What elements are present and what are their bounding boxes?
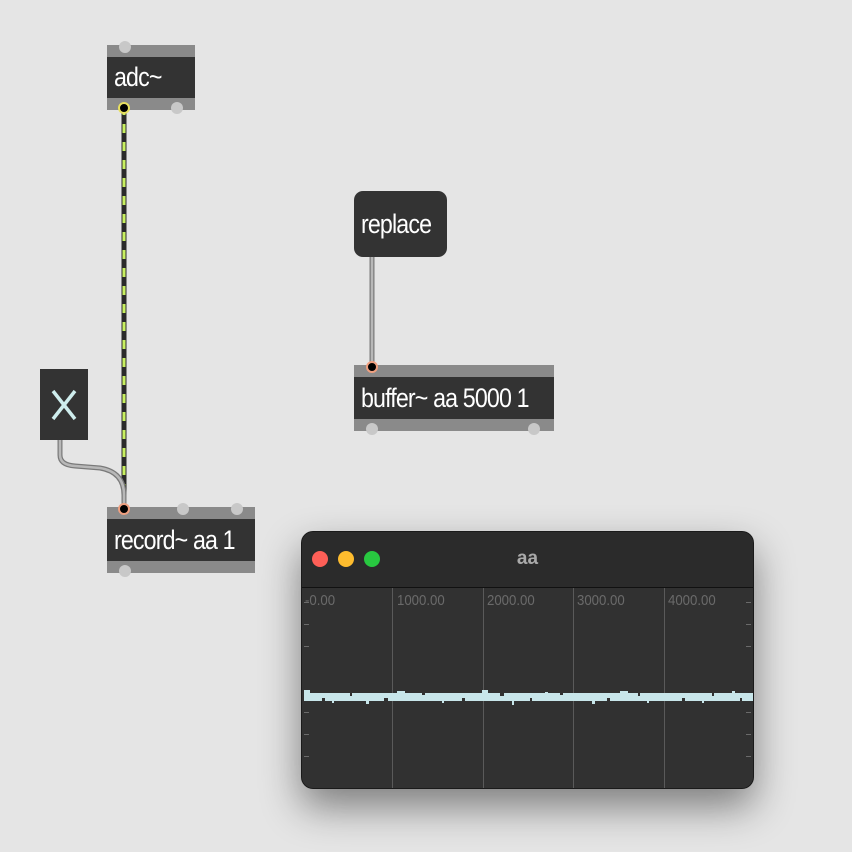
minimize-button[interactable] [338,551,354,567]
grid-line [664,588,665,788]
outlet-strip [107,561,255,573]
outlet-port[interactable] [528,423,540,435]
amp-tick [746,734,751,735]
amp-tick [304,712,309,713]
toggle-x-icon [51,389,77,421]
buffer-object[interactable]: buffer~ aa 5000 1 [354,361,554,435]
record-toggle[interactable] [40,369,88,440]
inlet-port-connected[interactable] [118,503,130,515]
x-tick-label: 4000.00 [668,592,716,609]
amp-tick [746,756,751,757]
amp-tick [746,624,751,625]
window-title: aa [516,548,539,569]
adc-object[interactable]: adc~ [107,41,195,114]
outlet-port-signal[interactable] [118,102,130,114]
grid-line [483,588,484,788]
window-titlebar[interactable]: aa [302,532,753,588]
x-tick-label: 3000.00 [577,592,625,609]
waveform-display[interactable]: -0.00 1000.00 2000.00 3000.00 4000.00 [302,588,753,788]
object-text: buffer~ aa 5000 1 [361,383,530,413]
amp-tick [746,646,751,647]
amp-tick [304,646,309,647]
inlet-port-connected[interactable] [366,361,378,373]
amp-tick [304,624,309,625]
grid-line [573,588,574,788]
buffer-window[interactable]: aa -0.00 1000.00 2000.00 3000.00 4000.00 [301,531,754,789]
close-button[interactable] [312,551,328,567]
outlet-port[interactable] [366,423,378,435]
inlet-port[interactable] [177,503,189,515]
x-tick-label: 2000.00 [487,592,535,609]
amp-tick [304,602,309,603]
amp-tick [746,602,751,603]
x-tick-label: -0.00 [305,592,336,609]
zoom-button[interactable] [364,551,380,567]
outlet-port[interactable] [119,565,131,577]
inlet-port[interactable] [231,503,243,515]
amp-tick [746,712,751,713]
inlet-strip [354,365,554,377]
outlet-port[interactable] [171,102,183,114]
waveform [304,690,753,705]
object-text: adc~ [114,62,162,92]
object-text: record~ aa 1 [114,525,236,555]
replace-message-box[interactable]: replace [354,191,447,257]
record-object[interactable]: record~ aa 1 [107,503,255,577]
amp-tick [304,756,309,757]
inlet-port[interactable] [119,41,131,53]
x-tick-label: 1000.00 [397,592,445,609]
amp-tick [304,734,309,735]
outlet-strip [354,419,554,431]
message-text: replace [361,209,432,239]
grid-line [392,588,393,788]
